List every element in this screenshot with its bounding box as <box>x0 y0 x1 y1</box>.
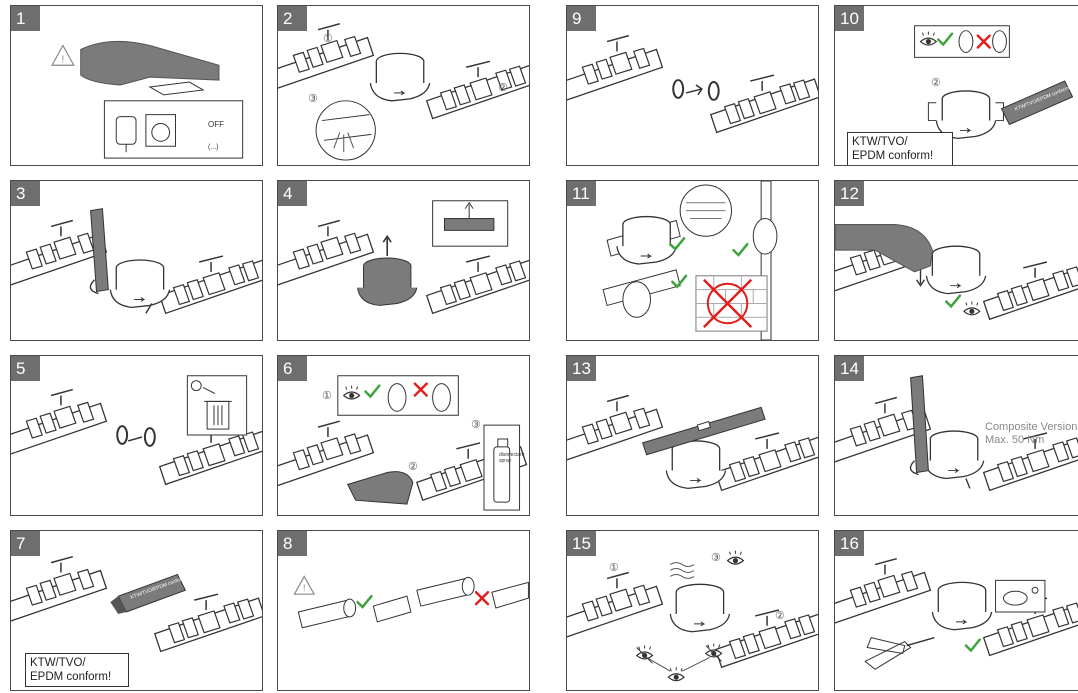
discard-seals-illustration <box>11 375 262 486</box>
seal-meter-illustration <box>835 557 1078 670</box>
step-panel-12: 12 <box>834 180 1078 341</box>
pliers-icon <box>864 637 912 670</box>
power-off-illustration: ! <box>51 40 244 159</box>
step-panel-6: 6 ① ② ③ disinfectant spray <box>277 355 530 516</box>
clean-thread-illustration <box>278 375 528 511</box>
hand-tighten-illustration <box>835 223 1078 321</box>
conformity-note-line2: EPDM conform! <box>852 150 934 162</box>
step-number: 13 <box>567 356 596 381</box>
boiler-icon <box>115 116 137 153</box>
step-number: 8 <box>278 531 307 556</box>
callout-1: ① <box>609 562 619 574</box>
callout-2: ② <box>931 77 941 89</box>
step-panel-5: 5 <box>10 355 263 516</box>
grease-tube-icon <box>1000 80 1074 126</box>
level-check-illustration <box>567 394 818 492</box>
more-label: (...) <box>208 144 219 151</box>
step-panel-15: 15 ① ② ③ <box>566 530 819 691</box>
wrench-icon <box>90 208 109 293</box>
conformity-note: KTW/TVO/ EPDM conform! <box>25 653 129 687</box>
callout-1: ① <box>323 33 333 45</box>
step-number: 11 <box>567 181 596 206</box>
step-number: 9 <box>567 6 596 31</box>
off-label: OFF <box>208 120 224 129</box>
close-valves-illustration <box>278 23 529 161</box>
detail-inset <box>432 200 509 247</box>
step-number: 3 <box>11 181 40 206</box>
installation-positions-illustration <box>602 181 778 340</box>
step-number: 1 <box>11 6 40 31</box>
conformity-note-line1: KTW/TVO/ <box>852 136 908 148</box>
spirit-level-icon <box>641 406 766 456</box>
wrench-icon <box>910 375 929 474</box>
torque-label-line2: Max. 50 Nm <box>985 434 1045 446</box>
washing-machine-icon <box>145 114 177 147</box>
step-number: 7 <box>11 531 40 556</box>
conformity-note-line2: EPDM conform! <box>30 671 112 683</box>
hand-icon <box>80 40 220 86</box>
step-number: 15 <box>567 531 596 556</box>
open-valves-illustration <box>567 550 818 682</box>
callout-2: ② <box>775 610 785 622</box>
no-leak-icon-right <box>705 642 723 662</box>
step-number: 6 <box>278 356 307 381</box>
spray-bottle-icon <box>483 424 521 511</box>
conformity-note: KTW/TVO/ EPDM conform! <box>847 132 953 165</box>
tighten-wrench-illustration <box>835 375 1078 492</box>
step-panel-3: 3 <box>10 180 263 341</box>
step-number: 16 <box>835 531 864 556</box>
step-number: 14 <box>835 356 864 381</box>
callout-2: ② <box>408 461 418 473</box>
check-seal-illustration: ! <box>293 575 529 629</box>
no-leak-icon-left <box>636 644 654 664</box>
step-panel-9: 9 <box>566 5 819 166</box>
step-number: 5 <box>11 356 40 381</box>
step-number: 12 <box>835 181 864 206</box>
seal-wire-inset <box>995 579 1046 613</box>
grease-tube-icon <box>117 573 187 613</box>
step-panel-10: 10 ② KTW/TVO/EPDM conform KTW/TVO/ EPDM … <box>834 5 1078 166</box>
step-panel-11: 11 <box>566 180 819 341</box>
drain-detail <box>315 100 376 161</box>
step-panel-14: 14 Composite Version Max. 50 Nm <box>834 355 1078 516</box>
step-panel-2: 2 ① ② ③ <box>277 5 530 166</box>
step-panel-13: 13 <box>566 355 819 516</box>
step-panel-16: 16 <box>834 530 1078 691</box>
grease-meter-illustration <box>914 25 1074 139</box>
trash-icon <box>186 375 248 436</box>
step-panel-1: 1 ! OFF (...) <box>10 5 263 166</box>
warning-icon: ! <box>51 44 75 66</box>
cloth-hand-icon <box>346 471 414 505</box>
callout-3: ③ <box>711 552 721 564</box>
svg-text:!: ! <box>303 583 305 593</box>
step-number: 10 <box>835 6 864 31</box>
callout-1: ① <box>322 390 332 402</box>
warning-icon: ! <box>293 575 316 595</box>
torque-label-line1: Composite Version <box>985 421 1078 433</box>
svg-text:!: ! <box>62 54 65 65</box>
callout-3: ③ <box>471 419 481 431</box>
callout-2: ② <box>498 82 508 94</box>
step-panel-7: 7 KTW/TVO/EPDM conform KTW/TVO/ EPDM con… <box>10 530 263 691</box>
spray-label: disinfectant spray <box>499 452 524 464</box>
insert-seals-illustration <box>567 34 818 134</box>
hand-icon <box>835 223 933 273</box>
loosen-meter-illustration <box>11 208 262 315</box>
step-panel-4: 4 <box>277 180 530 341</box>
grease-thread-illustration <box>11 555 262 653</box>
conformity-note-line1: KTW/TVO/ <box>30 657 86 669</box>
step-number: 2 <box>278 6 307 31</box>
callout-3: ③ <box>308 93 318 105</box>
step-number: 4 <box>278 181 307 206</box>
step-panel-8: 8 ! <box>277 530 530 691</box>
remove-meter-illustration <box>278 200 529 315</box>
